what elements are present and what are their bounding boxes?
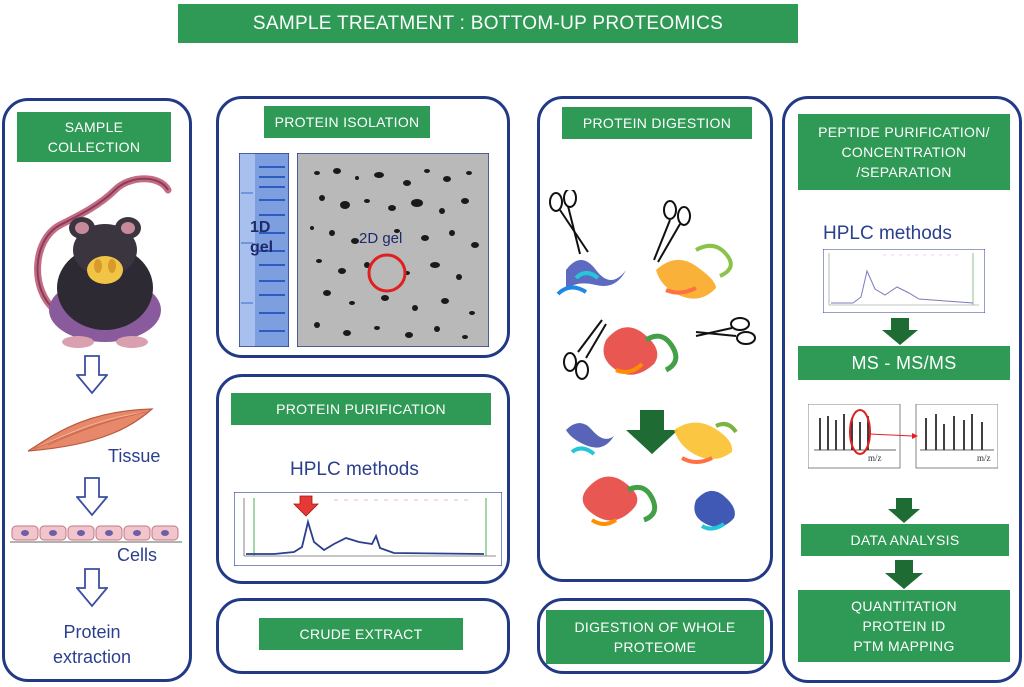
down-arrow-icon [888, 498, 920, 523]
scissors-icon [653, 200, 691, 263]
crude-extract-label: CRUDE EXTRACT [259, 618, 463, 650]
tissue-label: Tissue [108, 446, 161, 466]
mz-axis-label-2: m/z [977, 453, 991, 463]
gel-1d-label: 1D gel [250, 219, 274, 256]
down-arrow-icon [76, 568, 108, 608]
sample-collection-header: SAMPLE COLLECTION [17, 112, 171, 162]
gel-2d-label: 2D gel [359, 230, 403, 247]
hplc-methods-label: HPLC methods [290, 459, 419, 480]
protein-structure-icon [556, 260, 626, 296]
data-analysis-label: DATA ANALYSIS [801, 524, 1009, 556]
digestion-whole-proteome-label: DIGESTION OF WHOLE PROTEOME [546, 610, 764, 664]
rat-icon [34, 175, 172, 348]
protein-digestion-header: PROTEIN DIGESTION [562, 107, 752, 139]
page-title: SAMPLE TREATMENT : BOTTOM-UP PROTEOMICS [178, 4, 798, 43]
cells-icon [10, 525, 182, 543]
protein-structure-icon [694, 490, 735, 531]
scissors-icon [563, 319, 607, 380]
gel-1d-image [239, 153, 289, 347]
chromatogram-icon [234, 492, 502, 566]
gel-2d-image [297, 153, 489, 347]
down-arrow-icon [882, 318, 918, 345]
peptide-purification-header: PEPTIDE PURIFICATION/ CONCENTRATION /SEP… [798, 114, 1010, 190]
protein-structure-icon [674, 422, 738, 464]
protein-extraction-label: Protein extraction [52, 622, 132, 667]
quantitation-result-label: QUANTITATION PROTEIN ID PTM MAPPING [798, 590, 1010, 662]
digestion-illustration [549, 190, 756, 531]
protein-structure-icon [582, 476, 658, 526]
protein-structure-icon [656, 243, 733, 299]
ms-msms-label: MS - MS/MS [798, 346, 1010, 380]
chromatogram-icon [823, 249, 985, 313]
peptide-hplc-label: HPLC methods [823, 223, 952, 244]
protein-structure-icon [603, 327, 679, 375]
down-arrow-icon [76, 355, 108, 395]
scissors-icon [695, 317, 756, 345]
cells-label: Cells [117, 545, 158, 565]
protein-isolation-header: PROTEIN ISOLATION [264, 106, 430, 138]
down-arrow-icon [76, 477, 108, 517]
muscle-icon [27, 408, 154, 452]
protein-structure-icon [566, 423, 614, 456]
mass-spectrum-icon [808, 404, 998, 469]
mz-axis-label-1: m/z [868, 453, 882, 463]
down-arrow-icon [885, 560, 923, 589]
protein-purification-header: PROTEIN PURIFICATION [231, 393, 491, 425]
scissors-icon [549, 190, 589, 255]
